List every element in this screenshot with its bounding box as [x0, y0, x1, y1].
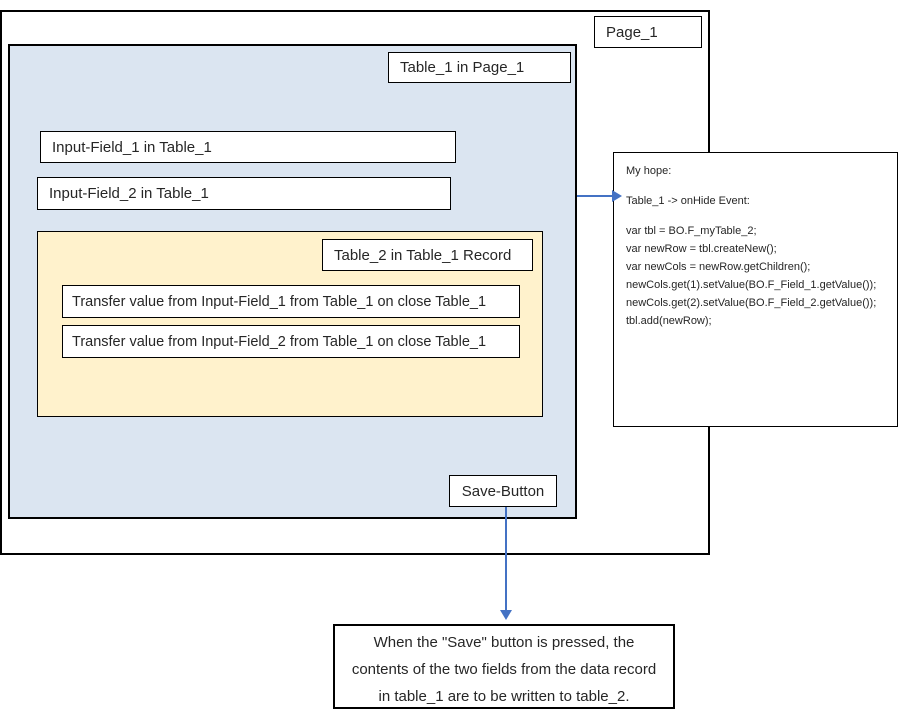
code-line: tbl.add(newRow);: [626, 315, 712, 327]
code-note-intro: My hope:: [626, 165, 672, 177]
bottom-note-line: contents of the two fields from the data…: [351, 661, 657, 678]
code-line: newCols.get(1).setValue(BO.F_Field_1.get…: [626, 279, 877, 291]
code-note-spacer: [626, 180, 891, 192]
transfer-row-1-box: Transfer value from Input-Field_1 from T…: [62, 285, 520, 318]
table2-label-box: Table_2 in Table_1 Record: [322, 239, 533, 271]
save-button: Save-Button: [449, 475, 557, 507]
table1-label-box: Table_1 in Page_1: [388, 52, 571, 83]
input-field-1-label: Input-Field_1 in Table_1: [52, 138, 212, 156]
code-line: var newCols = newRow.getChildren();: [626, 261, 811, 273]
code-line: var newRow = tbl.createNew();: [626, 243, 777, 255]
code-line: var tbl = BO.F_myTable_2;: [626, 225, 757, 237]
transfer-row-2-box: Transfer value from Input-Field_2 from T…: [62, 325, 520, 358]
input-field-1-box: Input-Field_1 in Table_1: [40, 131, 456, 163]
input-field-2-box: Input-Field_2 in Table_1: [37, 177, 451, 210]
code-note-box: My hope: Table_1 -> onHide Event: var tb…: [613, 152, 898, 427]
page1-label-box: Page_1: [594, 16, 702, 48]
transfer-row-1-label: Transfer value from Input-Field_1 from T…: [72, 293, 487, 310]
save-button-label: Save-Button: [461, 482, 545, 500]
table2-label: Table_2 in Table_1 Record: [334, 246, 512, 264]
table1-label: Table_1 in Page_1: [400, 59, 525, 76]
table1-to-code-arrow-line: [577, 195, 612, 197]
save-to-note-arrow-head-icon: [500, 610, 512, 620]
save-to-note-arrow-line: [505, 507, 507, 610]
page1-label: Page_1: [606, 23, 658, 41]
bottom-note-line: in table_1 are to be written to table_2.: [378, 688, 630, 705]
code-note-event: Table_1 -> onHide Event:: [626, 195, 750, 207]
code-line: newCols.get(2).setValue(BO.F_Field_2.get…: [626, 297, 877, 309]
transfer-row-2-label: Transfer value from Input-Field_2 from T…: [72, 333, 487, 350]
table1-to-code-arrow-head-icon: [612, 190, 622, 202]
input-field-2-label: Input-Field_2 in Table_1: [49, 185, 209, 202]
bottom-note-line: When the "Save" button is pressed, the: [373, 634, 635, 651]
bottom-note-box: When the "Save" button is pressed, the c…: [333, 624, 675, 709]
code-note-spacer: [626, 210, 891, 222]
